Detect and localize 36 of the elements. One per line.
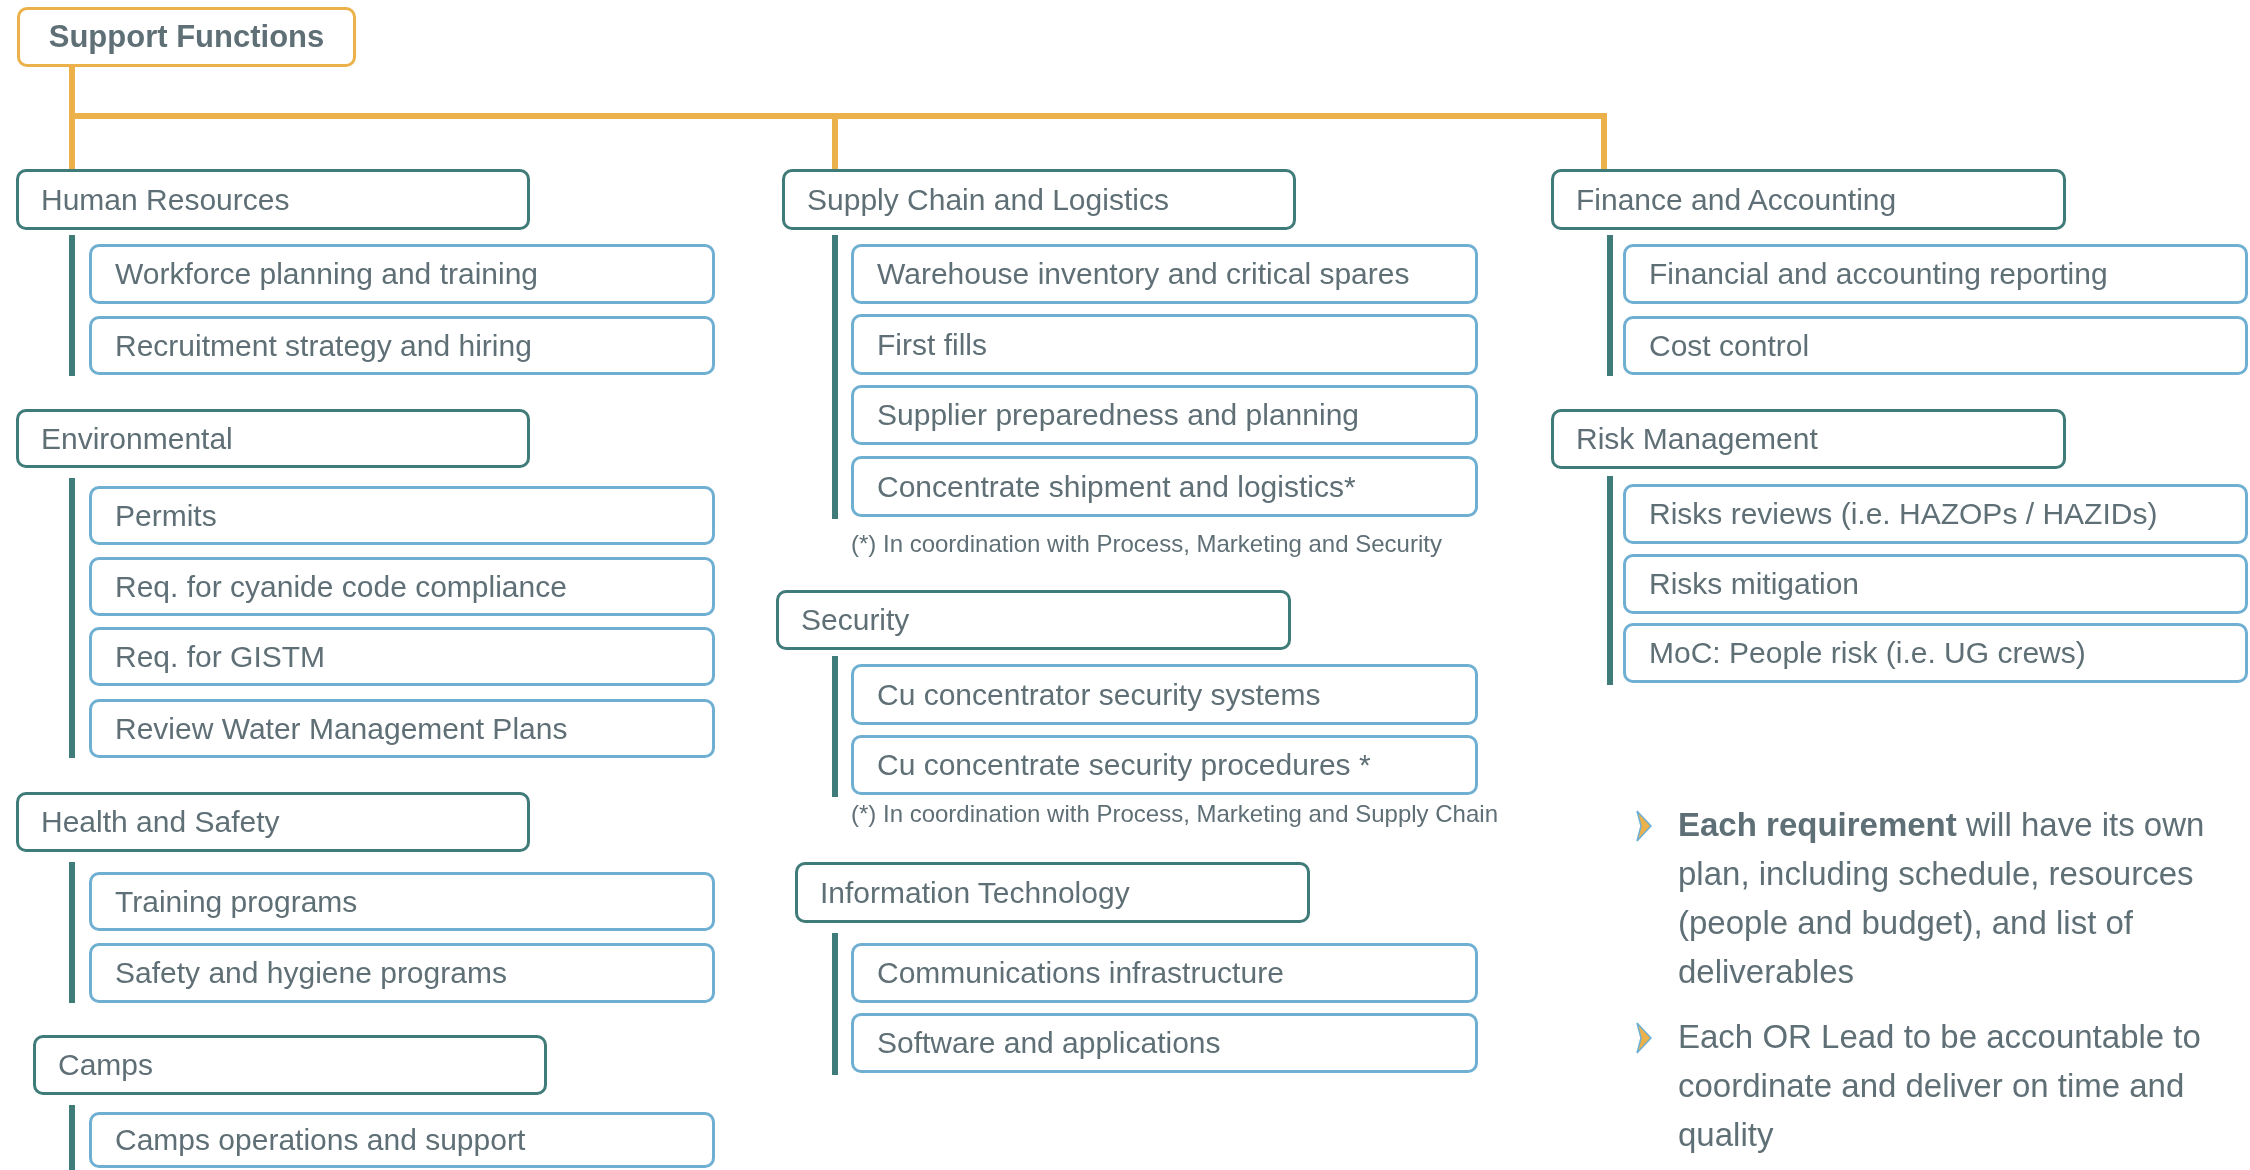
category-box: Camps — [33, 1035, 547, 1095]
task-box: Warehouse inventory and critical spares — [851, 244, 1478, 304]
category-box: Security — [776, 590, 1291, 650]
task-box: Communications infrastructure — [851, 943, 1478, 1003]
task-box: MoC: People risk (i.e. UG crews) — [1623, 623, 2248, 683]
task-box: Review Water Management Plans — [89, 699, 715, 758]
task-box: Req. for GISTM — [89, 627, 715, 686]
category-box: Supply Chain and Logistics — [782, 169, 1296, 230]
task-box: Workforce planning and training — [89, 244, 715, 304]
task-box: Cu concentrator security systems — [851, 664, 1478, 725]
category-box: Human Resources — [16, 169, 530, 230]
footnote: (*) In coordination with Process, Marketing and Security — [851, 530, 1442, 558]
task-box: Safety and hygiene programs — [89, 943, 715, 1003]
task-box: Concentrate shipment and logistics* — [851, 456, 1478, 517]
task-box: Risks mitigation — [1623, 554, 2248, 614]
task-box: Supplier preparedness and planning — [851, 385, 1478, 445]
task-box: Training programs — [89, 872, 715, 931]
task-box: Software and applications — [851, 1013, 1478, 1073]
root-box: Support Functions — [17, 7, 356, 67]
bullet-text: Each requirement will have its own plan, including schedule, resources (people and budget), and list of deliverables — [1678, 805, 2206, 992]
category-box: Information Technology — [795, 862, 1310, 923]
task-box: Financial and accounting reporting — [1623, 244, 2248, 304]
task-box: Permits — [89, 486, 715, 545]
task-box: Cu concentrate security procedures * — [851, 735, 1478, 795]
category-box: Finance and Accounting — [1551, 169, 2066, 230]
footnote: (*) In coordination with Process, Marketing and Supply Chain — [851, 800, 1498, 828]
category-box: Health and Safety — [16, 792, 530, 852]
task-box: Camps operations and support — [89, 1112, 715, 1168]
bullet-text: Each OR Lead to be accountable to coordinate and deliver on time and quality — [1678, 1017, 2202, 1155]
task-box: Risks reviews (i.e. HAZOPs / HAZIDs) — [1623, 484, 2248, 544]
task-box: Req. for cyanide code compliance — [89, 557, 715, 616]
task-box: First fills — [851, 314, 1478, 375]
category-box: Environmental — [16, 409, 530, 468]
task-box: Cost control — [1623, 316, 2248, 375]
category-box: Risk Management — [1551, 409, 2066, 469]
task-box: Recruitment strategy and hiring — [89, 316, 715, 375]
